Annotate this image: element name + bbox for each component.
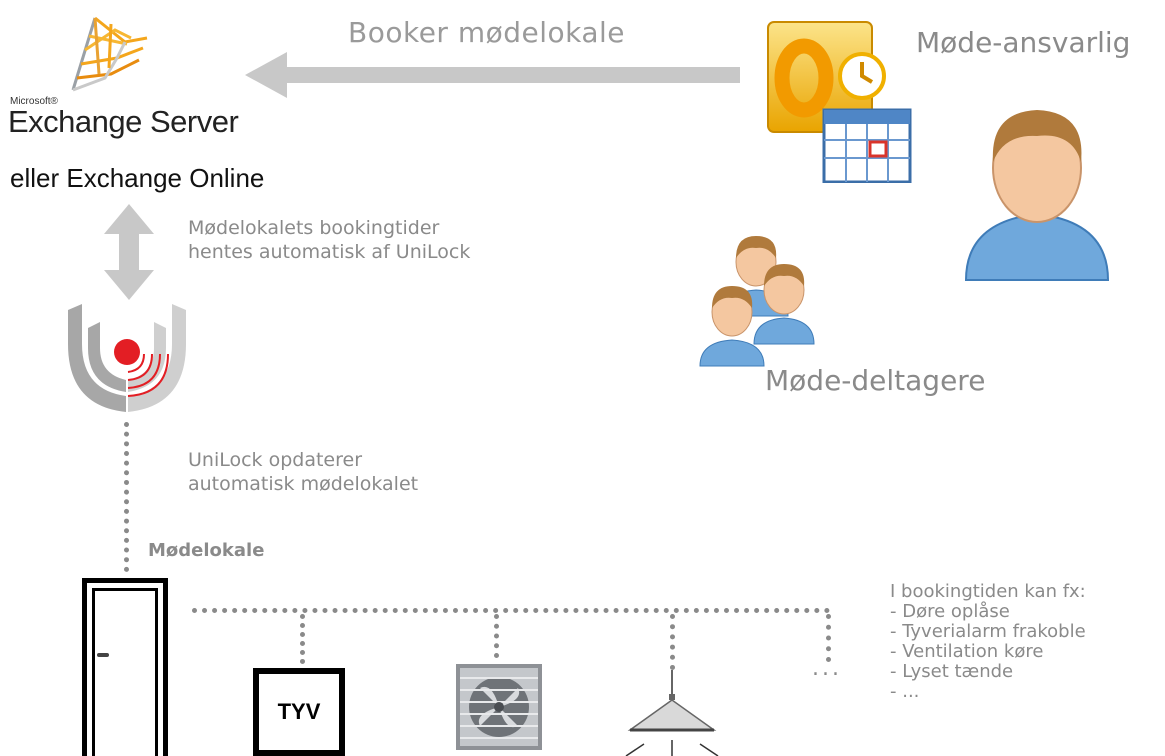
sync-line-1: Mødelokalets bookingtider	[188, 217, 440, 239]
ventilation-fan-icon	[456, 664, 542, 750]
update-description: UniLock opdaterer automatisk mødelokalet	[188, 448, 418, 496]
update-line-1: UniLock opdaterer	[188, 449, 363, 471]
benefits-list: I bookingtiden kan fx: - Døre oplåse - T…	[890, 582, 1086, 702]
sync-double-arrow-icon	[104, 204, 154, 300]
more-connector	[826, 614, 831, 662]
organizer-person-icon	[964, 110, 1110, 281]
benefit-item: - Tyverialarm frakoble	[890, 621, 1086, 642]
benefit-item: - Lyset tænde	[890, 661, 1014, 682]
participants-group-icon	[699, 236, 815, 367]
device-bus-dotted-line	[192, 608, 830, 613]
more-devices-label: ...	[812, 656, 842, 681]
light-connector	[670, 614, 675, 670]
ceiling-lamp-icon	[625, 670, 719, 756]
sync-description: Mødelokalets bookingtider hentes automat…	[188, 216, 470, 264]
exchange-server-title: Exchange Server	[8, 104, 239, 139]
exchange-online-label: eller Exchange Online	[10, 163, 265, 193]
organizer-label: Møde-ansvarlig	[916, 26, 1131, 59]
exchange-server-logo-icon	[71, 16, 148, 92]
door-icon	[82, 578, 168, 756]
benefit-item: - ...	[890, 681, 920, 702]
alarm-connector	[300, 614, 305, 664]
outlook-calendar-icon	[767, 21, 912, 183]
update-line-2: automatisk mødelokalet	[188, 473, 419, 495]
booking-arrow-icon	[245, 52, 740, 98]
benefits-heading: I bookingtiden kan fx:	[890, 581, 1086, 602]
connection-dotted-line	[124, 422, 129, 572]
ventilation-connector	[494, 614, 499, 658]
sync-line-2: hentes automatisk af UniLock	[188, 241, 471, 263]
participants-label: Møde-deltagere	[765, 364, 986, 397]
meeting-room-label: Mødelokale	[148, 540, 265, 561]
burglar-alarm-label: TYV	[277, 699, 321, 724]
unilock-logo-icon	[68, 304, 186, 412]
benefit-item: - Ventilation køre	[890, 641, 1044, 662]
booking-arrow-label: Booker mødelokale	[348, 16, 626, 49]
burglar-alarm-box: TYV	[253, 668, 345, 756]
door-handle-icon	[97, 653, 109, 657]
microsoft-label: Microsoft®	[10, 96, 58, 107]
benefit-item: - Døre oplåse	[890, 601, 1010, 622]
